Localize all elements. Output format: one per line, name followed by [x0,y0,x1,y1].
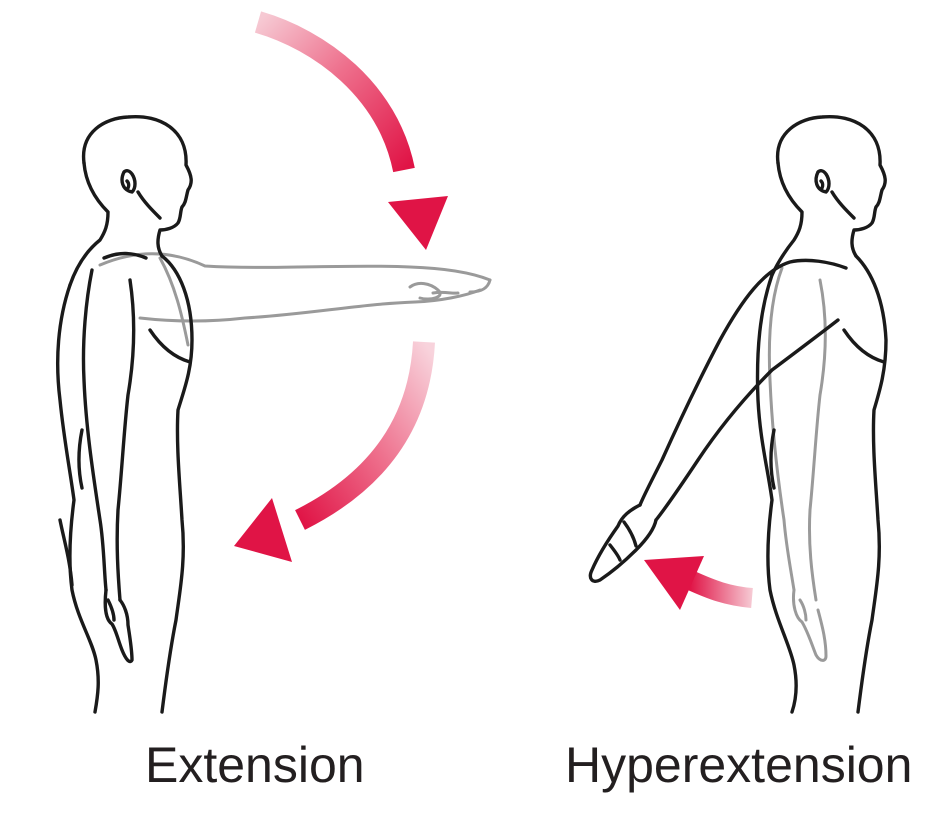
straight-arrow-icon [644,556,753,610]
hyperextension-figure [588,114,888,714]
hyperextension-body-outline [588,114,888,714]
ghost-forward-arm [98,252,492,347]
extension-body-outline [56,114,194,714]
hyperextension-caption: Hyperextension [565,737,913,793]
ghost-side-arm [767,266,828,662]
extension-caption: Extension [145,737,365,793]
curved-arrow-top-icon [254,11,448,250]
extension-figure [56,114,492,714]
curved-arrow-bottom-icon [234,341,435,562]
